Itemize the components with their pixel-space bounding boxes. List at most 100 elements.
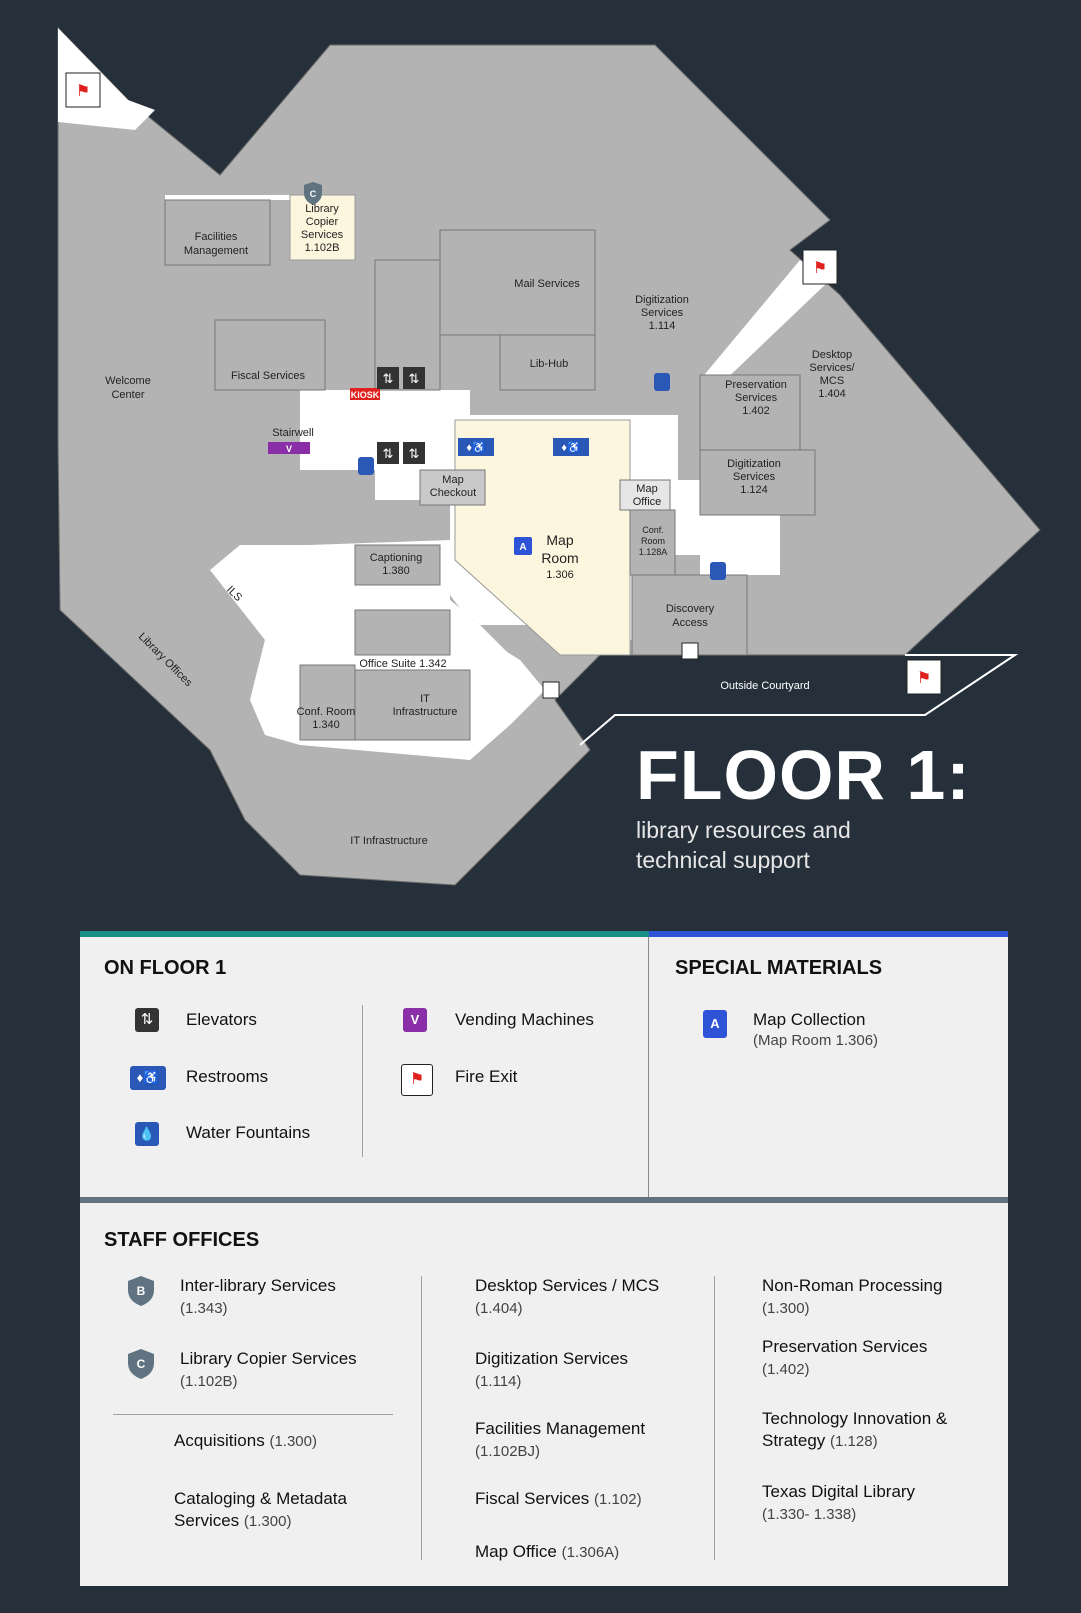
staff-preservation: Preservation Services(1.402) xyxy=(762,1337,928,1378)
staff-col-divider-1 xyxy=(421,1276,422,1560)
svg-text:⇅: ⇅ xyxy=(383,371,394,386)
room-it-infrastructure: IT Infrastructure xyxy=(350,835,427,847)
room-office-suite: Office Suite 1.342 xyxy=(359,658,446,670)
mail-room xyxy=(439,229,596,336)
kiosk-badge xyxy=(350,388,380,400)
fire-exit-icon: ⚑ ⚑ ⚑ xyxy=(65,72,942,699)
staff-inter-library: Inter-library Services(1.343) xyxy=(180,1276,336,1317)
staff-acquisitions: Acquisitions (1.300) xyxy=(174,1431,317,1450)
staff-offices-title: STAFF OFFICES xyxy=(104,1229,260,1251)
floor-title: FLOOR 1: xyxy=(636,736,971,814)
staff-technology: Technology Innovation & Strategy (1.128) xyxy=(762,1409,948,1450)
shield-b-icon: B xyxy=(128,1276,154,1306)
office-suite-room xyxy=(354,609,451,656)
staff-fiscal: Fiscal Services (1.102) xyxy=(475,1489,642,1508)
staff-divider-bar xyxy=(80,1197,1008,1203)
svg-text:A: A xyxy=(519,542,526,553)
legend-divider xyxy=(648,937,649,1197)
staff-desktop: Desktop Services / MCS(1.404) xyxy=(475,1276,660,1317)
special-materials-title: SPECIAL MATERIALS xyxy=(675,957,883,979)
room-stairwell: Stairwell xyxy=(272,427,314,439)
room-courtyard: Outside Courtyard xyxy=(720,680,809,692)
digitization-124-room xyxy=(699,449,816,516)
legend-restrooms: Restrooms xyxy=(186,1067,269,1086)
fire-exit-icon: ⚑ xyxy=(401,1064,433,1096)
legend-water: Water Fountains xyxy=(186,1123,311,1142)
water-fountain-icon xyxy=(358,373,726,580)
room-lib-hub: Lib-Hub xyxy=(530,358,569,370)
water-fountain-icon: 💧 xyxy=(135,1122,159,1146)
restroom-icon: ♦♿ xyxy=(130,1066,166,1090)
svg-text:♦♿: ♦♿ xyxy=(561,441,581,454)
libhub-room xyxy=(499,334,596,391)
elevator-icon: ⇅ xyxy=(135,1008,159,1032)
svg-text:C: C xyxy=(137,1357,146,1371)
vending-icon: V xyxy=(403,1008,427,1032)
staff-library-copier: Library Copier Services(1.102B) xyxy=(180,1349,357,1390)
staff-non-roman: Non-Roman Processing(1.300) xyxy=(762,1276,943,1317)
staff-cataloging: Cataloging & Metadata Services (1.300) xyxy=(174,1489,347,1530)
svg-text:B: B xyxy=(137,1284,146,1298)
conf-340-room xyxy=(299,664,356,741)
on-floor-title: ON FLOOR 1 xyxy=(104,957,227,979)
captioning-room xyxy=(354,544,441,586)
copier-shield-icon: C xyxy=(304,182,322,205)
room-fiscal: Fiscal Services xyxy=(231,370,305,382)
room-mail: Mail Services xyxy=(514,278,580,290)
courtyard-outline xyxy=(579,654,1019,746)
svg-text:C: C xyxy=(310,189,317,199)
svg-text:♦♿: ♦♿ xyxy=(466,441,486,454)
fiscal-room xyxy=(214,319,326,391)
staff-col-divider-2 xyxy=(714,1276,715,1560)
legend-bar-teal xyxy=(80,931,649,937)
staff-map-office: Map Office (1.306A) xyxy=(475,1542,620,1561)
staff-digitization: Digitization Services(1.114) xyxy=(475,1349,629,1390)
preservation-room xyxy=(699,374,801,451)
map-office-room xyxy=(619,479,671,511)
svg-text:⚑: ⚑ xyxy=(917,670,931,687)
legend-elevators: Elevators xyxy=(186,1010,257,1029)
legend-panel xyxy=(80,931,1008,1586)
svg-text:⚑: ⚑ xyxy=(76,83,90,100)
svg-text:⚑: ⚑ xyxy=(813,260,827,277)
discovery-room xyxy=(631,574,748,656)
corridor-right xyxy=(700,260,830,575)
vending-badge-label: V xyxy=(286,444,292,454)
shield-c-icon: C xyxy=(128,1349,154,1379)
copier-room xyxy=(289,194,356,261)
vending-badge xyxy=(268,442,310,454)
floor-subtitle: library resources and technical support xyxy=(636,817,851,873)
map-collection-icon: A xyxy=(703,1010,727,1038)
legend-bar-blue xyxy=(649,931,1008,937)
conf-128a-room xyxy=(629,509,676,576)
legend-map-collection: Map Collection (Map Room 1.306) xyxy=(753,1010,879,1049)
checkout-room xyxy=(419,469,486,506)
elevator-icon: ⇅ ⇅ ⇅ ⇅ xyxy=(377,367,425,464)
legend-col-divider xyxy=(362,1005,363,1157)
it-small-room xyxy=(354,669,471,741)
svg-text:⇅: ⇅ xyxy=(409,371,420,386)
kiosk-label: KIOSK xyxy=(351,390,380,400)
map-collection-badge: A xyxy=(514,537,532,555)
restroom-icon: ♦♿ ♦♿ xyxy=(458,438,589,456)
staff-col1-divider xyxy=(113,1414,393,1415)
staff-facilities: Facilities Management(1.102BJ) xyxy=(475,1419,646,1460)
svg-text:⇅: ⇅ xyxy=(383,446,394,461)
legend-fire-exit: Fire Exit xyxy=(455,1067,518,1086)
facilities-room xyxy=(164,199,271,266)
